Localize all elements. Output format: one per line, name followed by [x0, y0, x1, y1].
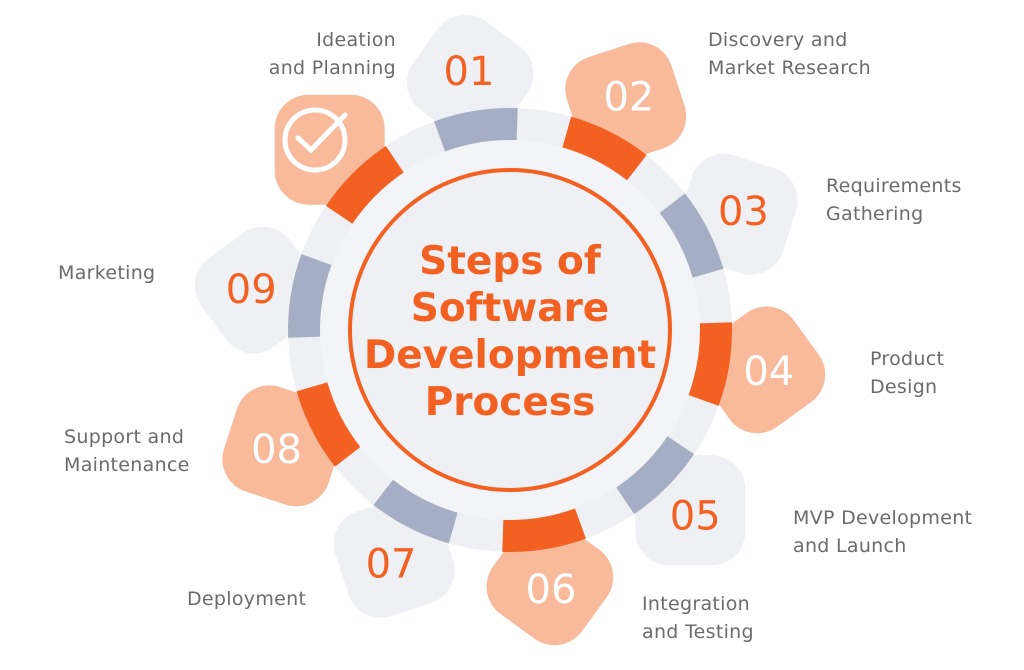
ring-segment [562, 116, 647, 181]
step-label-01: Ideation and Planning [268, 29, 396, 79]
step-number-07: 07 [366, 541, 417, 587]
step-number-09: 09 [226, 267, 277, 313]
step-label-07: Deployment [187, 588, 307, 610]
step-label-02: Discovery and Market Research [708, 29, 872, 79]
step-label-04: Product Design [870, 348, 945, 398]
ring-segment [659, 193, 724, 278]
ring-segment [373, 479, 458, 544]
step-number-01: 01 [444, 49, 495, 95]
diagram-title: Steps of Software Development Process [363, 239, 657, 425]
center-circle [348, 168, 672, 492]
ring-segment [434, 108, 518, 152]
step-label-05: MVP Development and Launch [793, 507, 973, 557]
step-number-02: 02 [603, 75, 654, 121]
step-label-03: Requirements Gathering [826, 175, 962, 225]
step-number-03: 03 [718, 189, 769, 235]
step-number-05: 05 [670, 493, 721, 539]
ring-segment [325, 145, 404, 224]
ring-segment [288, 254, 332, 338]
step-label-06: Integration and Testing [642, 593, 754, 643]
step-label-09: Marketing [58, 262, 156, 284]
step-label-08: Support and Maintenance [64, 426, 190, 476]
ring-segment [688, 322, 732, 406]
step-number-08: 08 [251, 427, 302, 473]
step-number-06: 06 [526, 567, 577, 613]
check-circle-icon [282, 107, 348, 173]
step-number-04: 04 [743, 349, 794, 395]
ring-segment [296, 382, 361, 467]
ring-segment [616, 436, 695, 515]
ring-segment [502, 508, 586, 552]
